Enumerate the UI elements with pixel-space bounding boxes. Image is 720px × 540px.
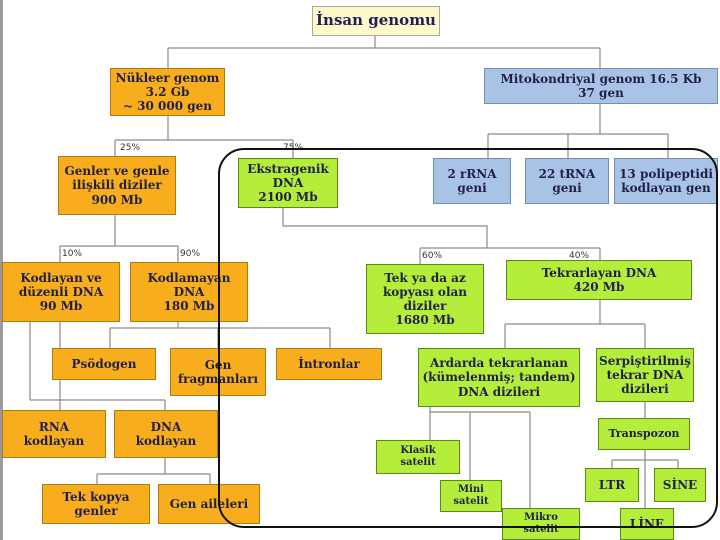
- node-human-genome: İnsan genomu: [312, 6, 440, 36]
- node-gene-fragments: Gen fragmanları: [170, 348, 266, 396]
- node-noncoding-dna: Kodlamayan DNA 180 Mb: [130, 262, 248, 322]
- node-line: LİNE: [620, 508, 674, 540]
- percent-40: 40%: [569, 251, 590, 261]
- node-trna: 22 tRNA geni: [525, 158, 609, 204]
- node-introns: İntronlar: [276, 348, 382, 380]
- node-rrna: 2 rRNA geni: [433, 158, 511, 204]
- node-repeat-dna: Tekrarlayan DNA 420 Mb: [506, 260, 692, 300]
- node-interspersed-repeats: Serpiştirilmiş tekrar DNA dizileri: [596, 348, 694, 402]
- node-dna-coding: DNA kodlayan: [114, 410, 218, 458]
- percent-75: 75%: [283, 143, 304, 153]
- left-edge-bar: [0, 0, 3, 540]
- node-gene-families: Gen aileleri: [158, 484, 260, 524]
- percent-25: 25%: [120, 143, 141, 153]
- node-single-copy-genes: Tek kopya genler: [42, 484, 150, 524]
- node-mini-satellite: Mini satelit: [440, 480, 502, 512]
- node-transposon: Transpozon: [598, 418, 690, 450]
- node-pseudogene: Psödogen: [52, 348, 156, 380]
- node-tandem-repeats: Ardarda tekrarlanan (kümelenmiş; tandem)…: [418, 348, 580, 407]
- percent-10: 10%: [62, 249, 83, 259]
- percent-60: 60%: [422, 251, 443, 261]
- node-polypeptide-genes: 13 polipeptidi kodlayan gen: [614, 158, 718, 204]
- node-extragenic-dna: Ekstragenik DNA 2100 Mb: [238, 158, 338, 208]
- node-mitochondrial-genome: Mitokondriyal genom 16.5 Kb 37 gen: [484, 68, 718, 104]
- node-micro-satellite: Mikro satelit: [502, 508, 580, 540]
- node-classic-satellite: Klasik satelit: [376, 440, 460, 474]
- node-coding-regulatory-dna: Kodlayan ve düzenli DNA 90 Mb: [2, 262, 120, 322]
- node-nuclear-genome: Nükleer genom 3.2 Gb ~ 30 000 gen: [110, 68, 225, 116]
- node-ltr: LTR: [585, 468, 639, 502]
- node-sine: SİNE: [654, 468, 706, 502]
- node-genes-related: Genler ve genle ilişkili diziler 900 Mb: [58, 156, 176, 215]
- percent-90: 90%: [180, 249, 201, 259]
- node-rna-coding: RNA kodlayan: [2, 410, 106, 458]
- node-single-copy-sequences: Tek ya da az kopyası olan diziler 1680 M…: [366, 264, 484, 334]
